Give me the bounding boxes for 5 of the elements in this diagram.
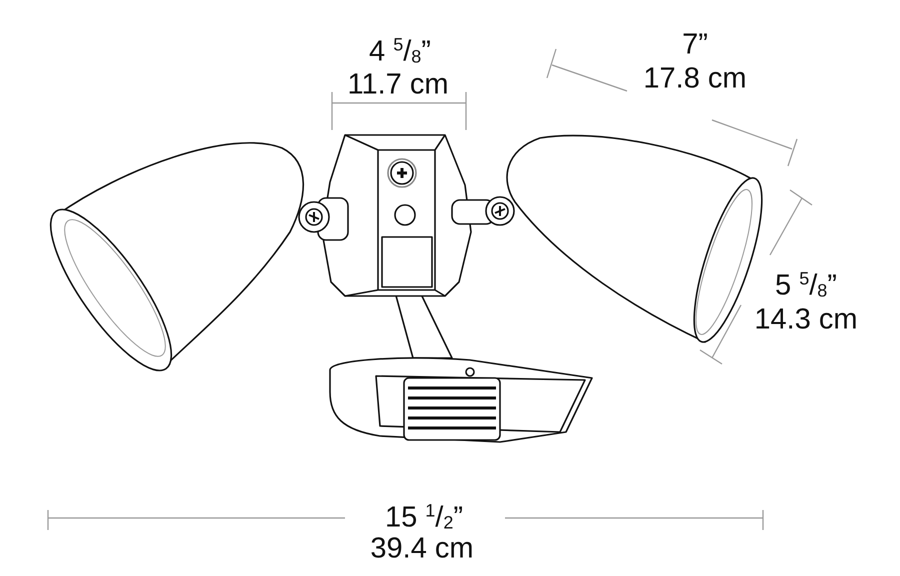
dimension-label: 7” bbox=[682, 30, 708, 60]
dimension-label: 11.7 cm bbox=[348, 70, 448, 100]
dimension-label: 14.3 cm bbox=[754, 306, 858, 334]
dimension-label: 39.4 cm bbox=[370, 534, 474, 564]
dimension-label: 17.8 cm bbox=[643, 64, 747, 94]
